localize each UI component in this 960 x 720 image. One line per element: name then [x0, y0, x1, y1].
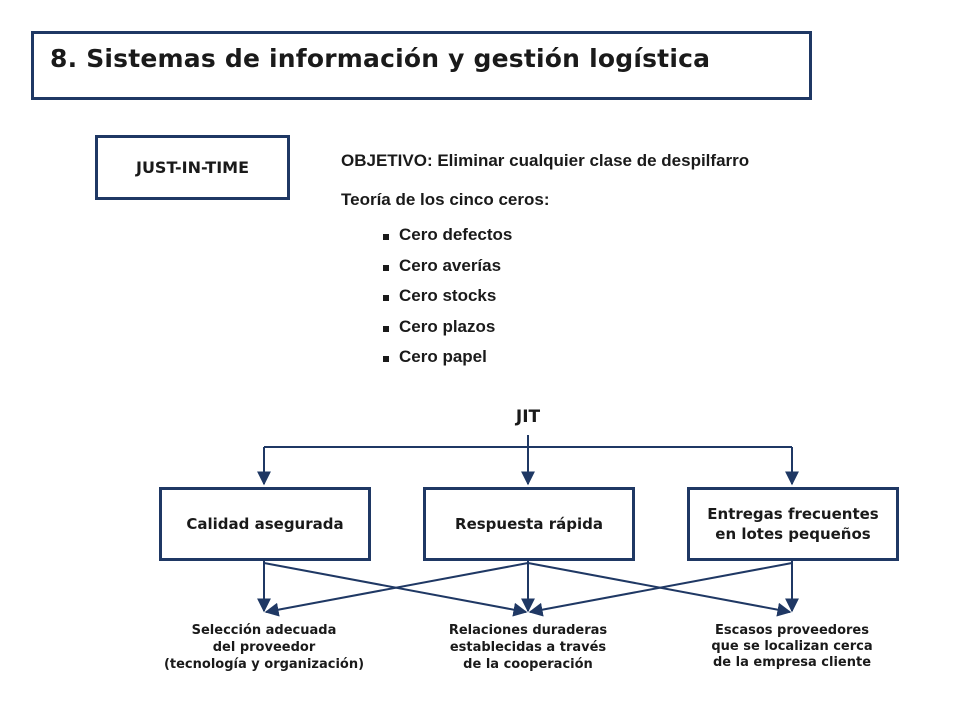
- jit-root-label: JIT: [515, 407, 541, 427]
- zero-item: Cero papel: [383, 342, 512, 373]
- square-bullet-icon: [383, 234, 389, 241]
- pillar-label: Entregas frecuentes en lotes pequeños: [707, 505, 879, 543]
- connector-pillar2-outcome1: [264, 562, 529, 617]
- pillar-box-respuesta: Respuesta rápida: [423, 487, 635, 561]
- zero-item: Cero defectos: [383, 220, 512, 251]
- square-bullet-icon: [383, 325, 389, 332]
- title-frame: [31, 31, 812, 100]
- just-in-time-label: JUST-IN-TIME: [135, 158, 250, 177]
- zero-item: Cero plazos: [383, 312, 512, 343]
- connector-pillar3-outcome2: [528, 562, 793, 617]
- zero-item-label: Cero defectos: [399, 225, 513, 245]
- outcome-proveedores: Escasos proveedores que se localizan cer…: [711, 623, 873, 670]
- zero-item-label: Cero papel: [399, 347, 487, 367]
- just-in-time-box: JUST-IN-TIME: [95, 135, 290, 200]
- pillar-box-calidad: Calidad asegurada: [159, 487, 371, 561]
- zeros-list: Cero defectos Cero averías Cero stocks C…: [383, 220, 512, 373]
- pillar-label: Calidad asegurada: [186, 515, 344, 533]
- pillar-box-entregas: Entregas frecuentes en lotes pequeños: [687, 487, 899, 561]
- square-bullet-icon: [383, 356, 389, 363]
- pillar-label: Respuesta rápida: [455, 515, 603, 533]
- zero-item-label: Cero averías: [399, 255, 502, 275]
- page-title: 8. Sistemas de información y gestión log…: [50, 44, 711, 73]
- square-bullet-icon: [383, 295, 389, 302]
- outcome-seleccion: Selección adecuada del proveedor (tecnol…: [163, 623, 365, 672]
- zero-item-label: Cero stocks: [399, 286, 497, 306]
- zero-item-label: Cero plazos: [399, 316, 496, 336]
- theory-title: Teoría de los cinco ceros:: [341, 190, 550, 209]
- zero-item: Cero stocks: [383, 281, 512, 312]
- square-bullet-icon: [383, 264, 389, 271]
- objective-text: OBJETIVO: Eliminar cualquier clase de de…: [341, 151, 750, 170]
- zero-item: Cero averías: [383, 251, 512, 282]
- outcome-relaciones: Relaciones duraderas establecidas a trav…: [448, 623, 608, 672]
